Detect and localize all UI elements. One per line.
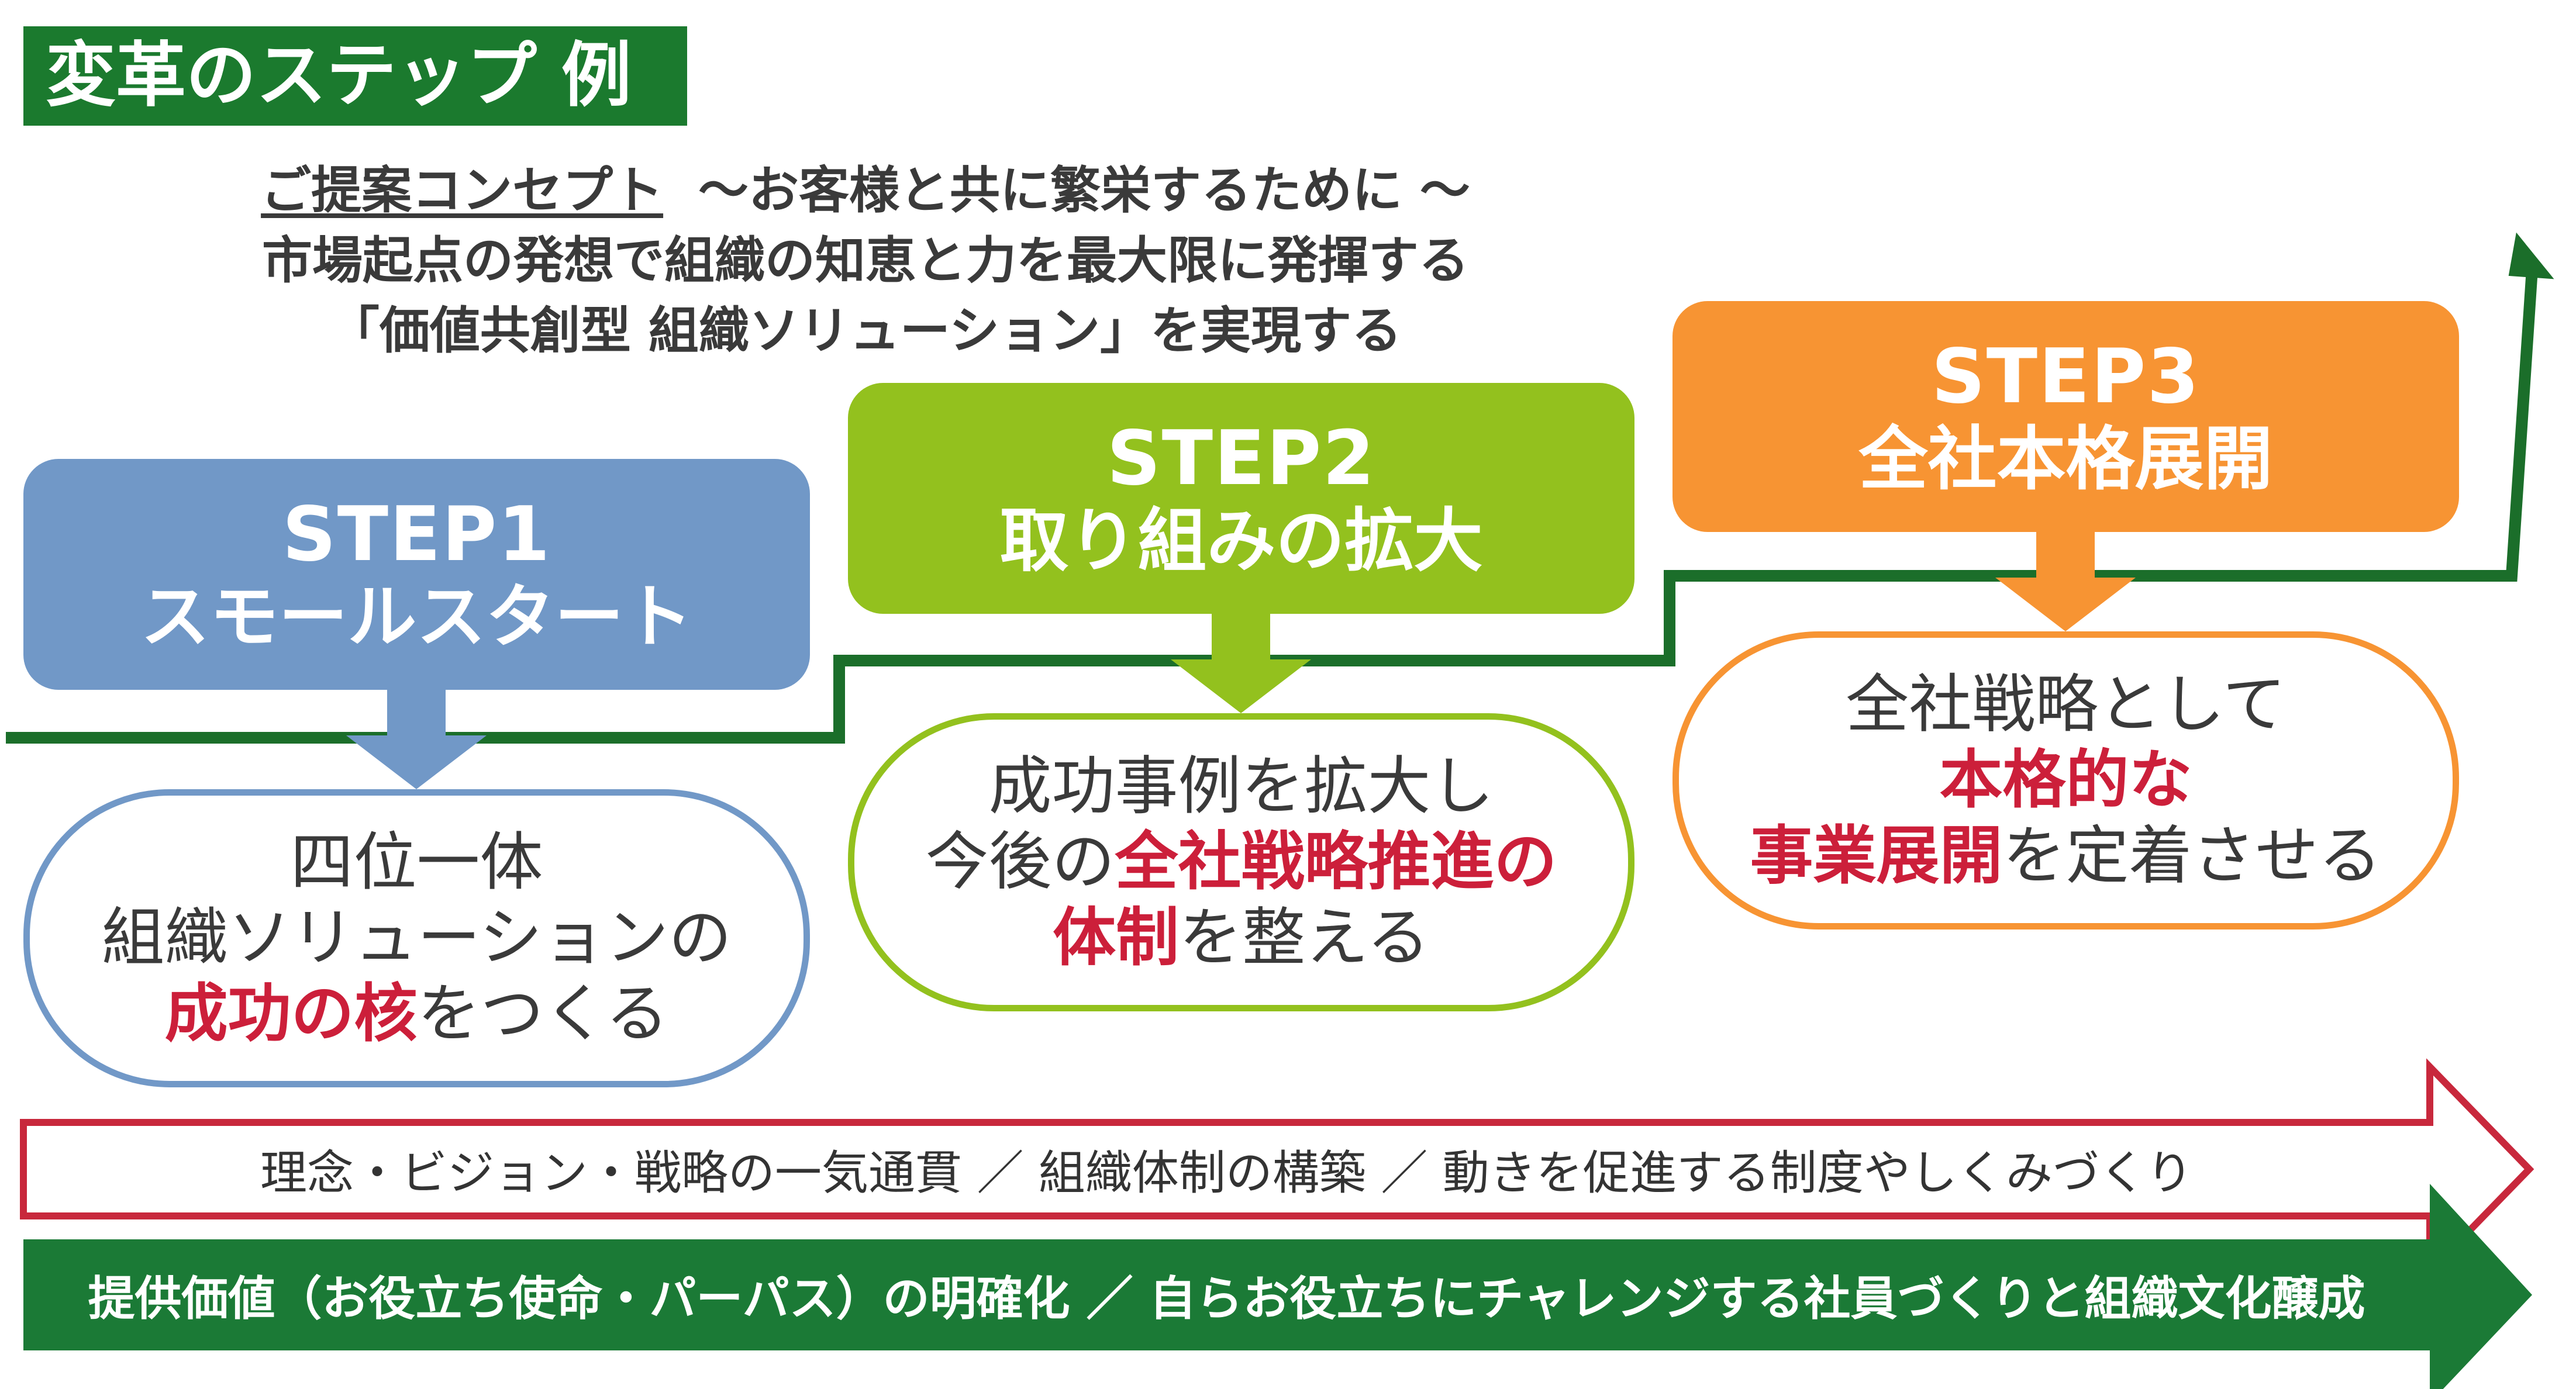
step3-number: STEP3: [1931, 333, 2201, 421]
step1-desc-line3: 成功の核をつくる: [165, 976, 669, 1052]
step1-description: 四位一体 組織ソリューションの 成功の核をつくる: [23, 789, 810, 1087]
band-bottom-text: 提供価値（お役立ち使命・パーパス）の明確化 ／ 自らお役立ちにチャレンジする社員…: [88, 1271, 2365, 1326]
step1-desc-highlight: 成功の核: [164, 977, 418, 1051]
step3-desc-line1: 全社戦略として: [1846, 668, 2286, 741]
step3-description: 全社戦略として 本格的な 事業展開を定着させる: [1672, 631, 2459, 930]
step3-desc-highlight-2: 事業展開: [1750, 819, 2003, 893]
step2-desc-line3: 体制を整える: [1053, 900, 1430, 976]
step2-desc-line1: 成功事例を拡大し: [988, 749, 1494, 823]
foundation-arrows: [20, 1058, 2534, 1389]
step1-desc-line3-rest: をつくる: [417, 977, 669, 1051]
step3-name: 全社本格展開: [1858, 419, 2273, 500]
step2-desc-line3-rest: を整える: [1179, 901, 1430, 975]
step2-desc-highlight-1: 全社戦略推進の: [1115, 825, 1557, 899]
step2-box: STEP2 取り組みの拡大: [848, 383, 1634, 614]
growth-arrow-head-icon: [2508, 232, 2554, 279]
step3-down-arrow-icon: [1995, 532, 2136, 631]
step3-desc-highlight-1: 本格的な: [1939, 744, 2192, 817]
green-band-arrow-icon: [23, 1184, 2532, 1389]
step2-down-arrow-icon: [1171, 614, 1311, 713]
step1-desc-line1: 四位一体: [290, 825, 543, 899]
step1-name: スモールスタート: [140, 576, 693, 658]
step3-desc-line3: 事業展開を定着させる: [1750, 818, 2381, 894]
step1-number: STEP1: [282, 491, 551, 579]
step1-desc-line2: 組織ソリューションの: [101, 901, 732, 975]
band-top-text: 理念・ビジョン・戦略の一気通貫 ／ 組織体制の構築 ／ 動きを促進する制度やしく…: [260, 1146, 2193, 1200]
step2-description: 成功事例を拡大し 今後の全社戦略推進の 体制を整える: [848, 713, 1634, 1011]
step2-desc-line2: 今後の全社戦略推進の: [925, 824, 1557, 900]
red-outline-band-arrow-icon: [20, 1058, 2534, 1280]
step2-desc-line2-start: 今後の: [925, 825, 1115, 899]
concept-label: ご提案コンセプト: [261, 161, 664, 220]
concept-line-1: ご提案コンセプト ～お客様と共に繁栄するために ～: [105, 149, 1626, 222]
step2-name: 取り組みの拡大: [999, 500, 1483, 582]
step1-box: STEP1 スモールスタート: [23, 459, 810, 690]
concept-line-2: 市場起点の発想で組織の知恵と力を最大限に発揮する: [262, 231, 1469, 290]
concept-line-3: 「価値共創型 組織ソリューション」を実現する: [329, 302, 1402, 360]
step1-down-arrow-icon: [346, 690, 487, 789]
step3-desc-line3-rest: を定着させる: [2002, 819, 2382, 893]
step3-box: STEP3 全社本格展開: [1672, 301, 2459, 532]
concept-sub: ～お客様と共に繁栄するために ～: [698, 161, 1470, 220]
step2-desc-highlight-2: 体制: [1053, 901, 1180, 975]
step2-number: STEP2: [1106, 415, 1376, 503]
page-title: 変革のステップ 例: [23, 26, 687, 126]
